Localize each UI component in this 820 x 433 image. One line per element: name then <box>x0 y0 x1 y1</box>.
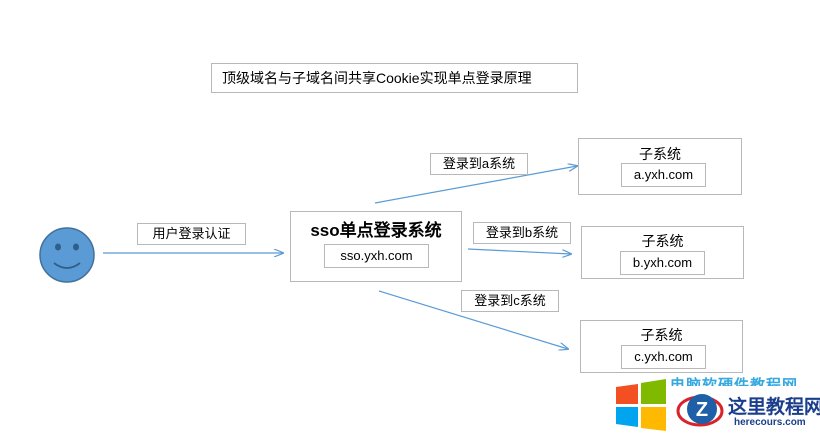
sso-title: sso单点登录系统 <box>310 221 442 240</box>
watermark-logo: 电脑软硬件教程网 Z 这里教程网 herecours.com <box>614 375 820 433</box>
subsystem-c-box: 子系统 c.yxh.com <box>580 320 743 373</box>
watermark-name: 这里教程网 <box>728 396 820 418</box>
watermark-url: herecours.com <box>734 417 806 428</box>
edge-label-b: 登录到b系统 <box>473 222 571 244</box>
subsystem-a-title: 子系统 <box>639 146 681 162</box>
user-smiley-icon <box>39 227 95 283</box>
z-emblem-icon: Z <box>676 394 724 427</box>
subsystem-a-domain: a.yxh.com <box>621 163 706 187</box>
windows-logo-icon <box>616 379 666 431</box>
arrow-sso-to-a <box>374 166 577 204</box>
edge-label-a: 登录到a系统 <box>430 153 528 175</box>
arrow-sso-to-b <box>467 248 571 254</box>
edge-label-c: 登录到c系统 <box>461 290 559 312</box>
sso-system-box: sso单点登录系统 sso.yxh.com <box>290 211 462 282</box>
watermark-top-text: 电脑软硬件教程网 <box>670 377 799 386</box>
subsystem-b-domain: b.yxh.com <box>620 251 705 275</box>
arrow-sso-to-c <box>378 290 568 349</box>
diagram-title: 顶级域名与子域名间共享Cookie实现单点登录原理 <box>211 63 578 93</box>
subsystem-b-title: 子系统 <box>641 233 684 249</box>
user-auth-label: 用户登录认证 <box>137 223 246 245</box>
svg-text:Z: Z <box>696 399 708 421</box>
sso-domain: sso.yxh.com <box>324 244 429 268</box>
subsystem-a-box: 子系统 a.yxh.com <box>578 138 742 195</box>
subsystem-c-title: 子系统 <box>640 327 683 343</box>
subsystem-b-box: 子系统 b.yxh.com <box>581 226 744 279</box>
subsystem-c-domain: c.yxh.com <box>621 345 706 369</box>
